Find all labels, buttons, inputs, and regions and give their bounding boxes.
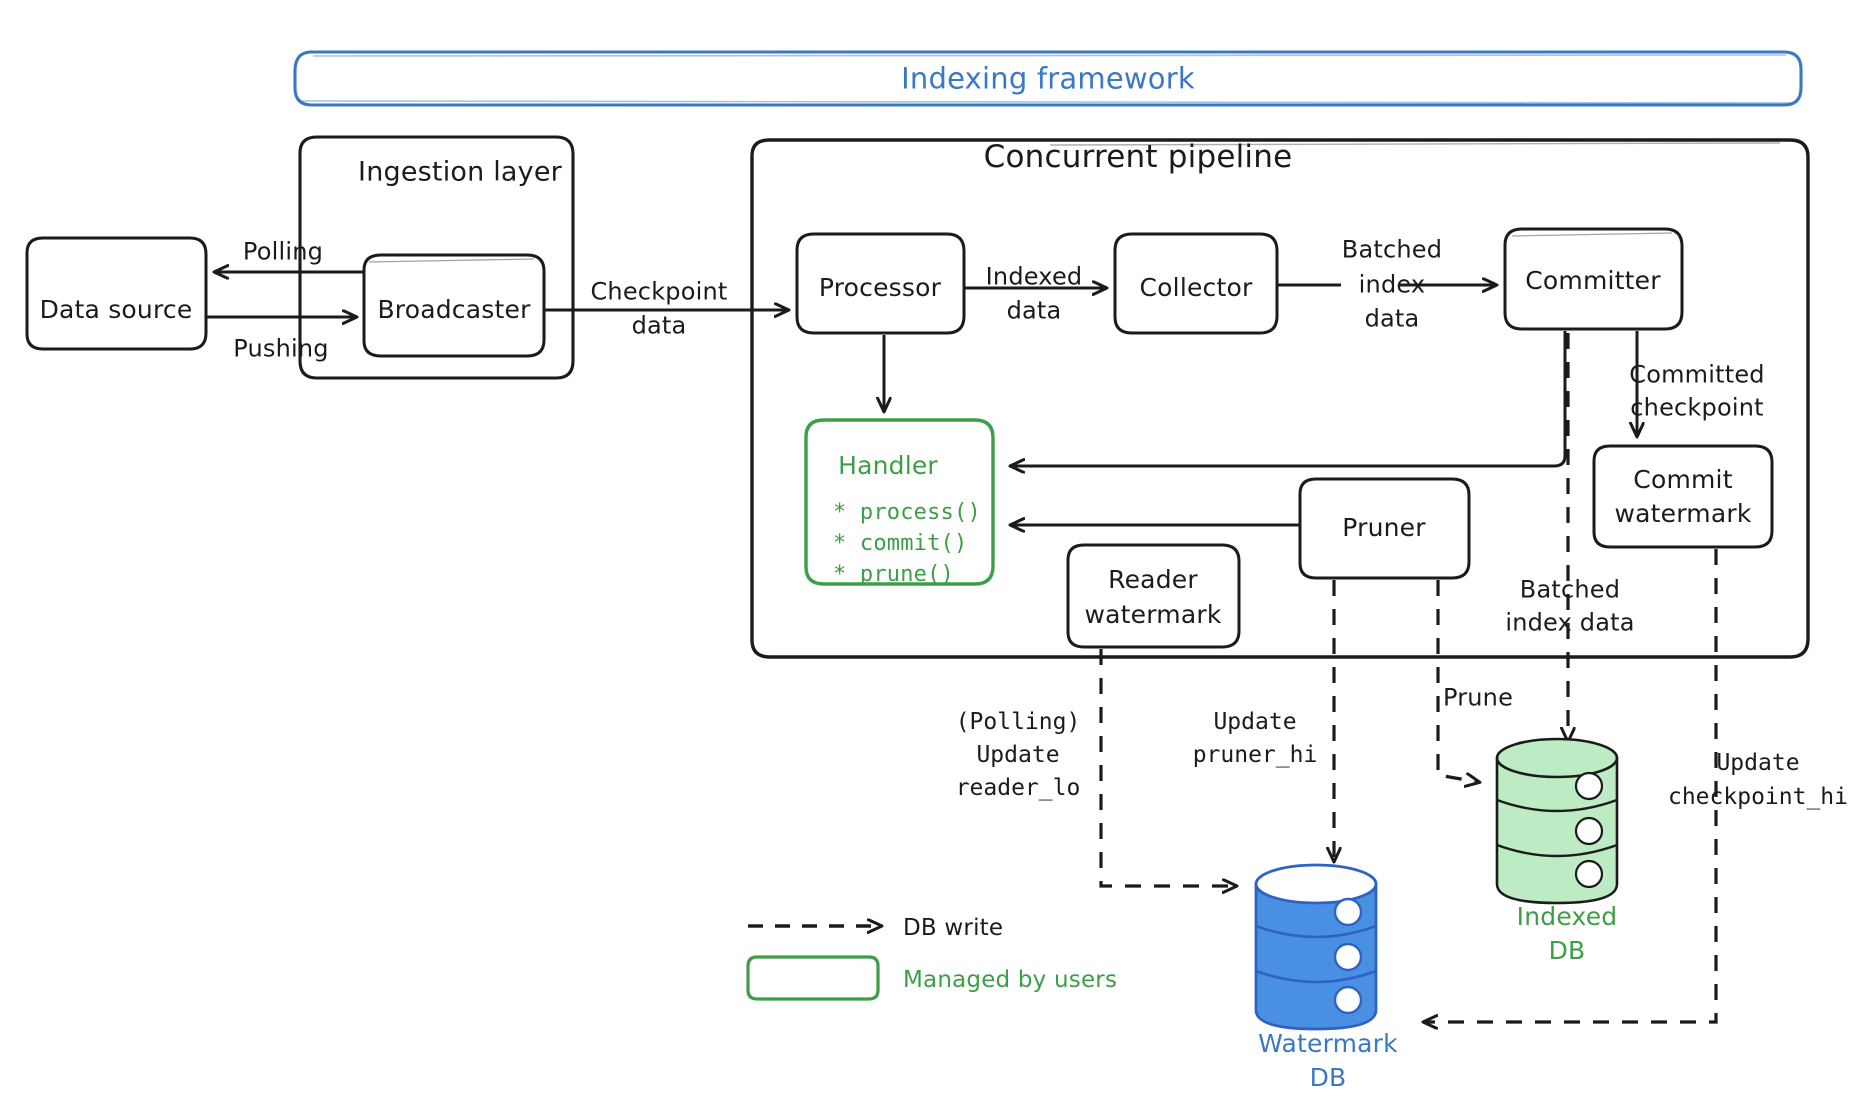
node-label-commit-watermark-line1[interactable]: Commit	[1633, 464, 1733, 494]
node-label-collector[interactable]: Collector	[1139, 272, 1253, 302]
framework-group-border	[293, 50, 1803, 107]
edge-label-batched-index-data-line2: index	[1358, 270, 1426, 299]
edge-label-polling-update-line3: reader_lo	[955, 774, 1081, 801]
edge-label-batched-index-data-line1: Batched	[1341, 235, 1443, 264]
database-watermark-db	[1254, 863, 1378, 1031]
edge-label-update-checkpoint-line2: checkpoint_hi	[1667, 783, 1849, 810]
legend-label-db-write: DB write	[903, 915, 1004, 941]
edge-label-batched-index-data-bottom-line2: index data	[1505, 608, 1635, 637]
node-commit-watermark-box	[1592, 444, 1774, 549]
node-label-committer[interactable]: Committer	[1525, 265, 1661, 295]
concurrent-pipeline-border	[750, 138, 1810, 659]
node-collector-box	[1113, 232, 1279, 335]
ingestion-layer-border	[298, 135, 575, 380]
framework-title: Indexing framework	[901, 61, 1195, 96]
edge-reader-watermark-db-write	[1099, 649, 1235, 886]
edge-label-prune: Prune	[1442, 683, 1514, 712]
node-label-reader-watermark-line2[interactable]: watermark	[1084, 599, 1222, 629]
database-label-indexed-db-line2: DB	[1548, 935, 1586, 965]
legend-managed-by-users-icon	[746, 955, 880, 1001]
edge-label-update-pruner-line2: pruner_hi	[1192, 741, 1318, 768]
edge-pruner-indexed-db-prune	[1436, 580, 1478, 782]
node-label-processor[interactable]: Processor	[818, 272, 942, 302]
edge-label-checkpoint-data-line1: Checkpoint	[590, 277, 728, 306]
node-label-broadcaster[interactable]: Broadcaster	[377, 294, 531, 324]
edge-label-pushing: Pushing	[233, 334, 329, 363]
ingestion-layer-label: Ingestion layer	[358, 156, 562, 188]
node-label-pruner[interactable]: Pruner	[1342, 512, 1426, 542]
edge-label-indexed-data-line2: data	[1006, 296, 1062, 325]
edge-label-committed-checkpoint-line2: checkpoint	[1630, 393, 1764, 422]
node-processor-box	[795, 232, 966, 335]
node-data-source-box	[25, 236, 208, 351]
edge-label-batched-index-data-line3: data	[1364, 304, 1420, 333]
edge-label-polling-update-line2: Update	[976, 741, 1060, 768]
database-indexed-db	[1495, 737, 1619, 905]
node-committer-box	[1503, 227, 1684, 331]
legend-label-managed-by-users: Managed by users	[903, 967, 1118, 993]
database-label-indexed-db-line1: Indexed	[1516, 901, 1618, 931]
node-label-data-source[interactable]: Data source	[39, 294, 193, 324]
edge-commit-watermark-db-write	[1425, 549, 1718, 1022]
node-handler-box	[804, 418, 995, 586]
database-label-watermark-db-line2: DB	[1309, 1062, 1347, 1092]
edge-label-update-checkpoint-line1: Update	[1716, 749, 1800, 776]
handler-method-commit[interactable]: * commit()	[833, 531, 968, 556]
concurrent-pipeline-label: Concurrent pipeline	[983, 139, 1293, 176]
node-reader-watermark-box	[1066, 543, 1241, 649]
edge-committer-to-handler	[1012, 331, 1567, 466]
handler-method-prune[interactable]: * prune()	[833, 562, 955, 587]
edge-label-polling: Polling	[242, 237, 324, 266]
edge-label-update-pruner-line1: Update	[1213, 708, 1297, 735]
handler-method-process[interactable]: * process()	[833, 500, 981, 525]
edge-label-checkpoint-data-line2: data	[631, 311, 687, 340]
database-label-watermark-db-line1: Watermark	[1258, 1028, 1398, 1058]
edge-label-committed-checkpoint-line1: Committed	[1629, 360, 1765, 389]
edge-label-polling-update-line1: (Polling)	[955, 708, 1081, 735]
node-pruner-box	[1298, 477, 1471, 580]
node-label-reader-watermark-line1[interactable]: Reader	[1108, 564, 1198, 594]
node-broadcaster-box	[362, 253, 546, 358]
edge-label-batched-index-data-bottom-line1: Batched	[1519, 575, 1621, 604]
handler-title: Handler	[838, 450, 938, 480]
edge-label-indexed-data-line1: Indexed	[985, 262, 1083, 291]
node-label-commit-watermark-line2[interactable]: watermark	[1614, 498, 1752, 528]
